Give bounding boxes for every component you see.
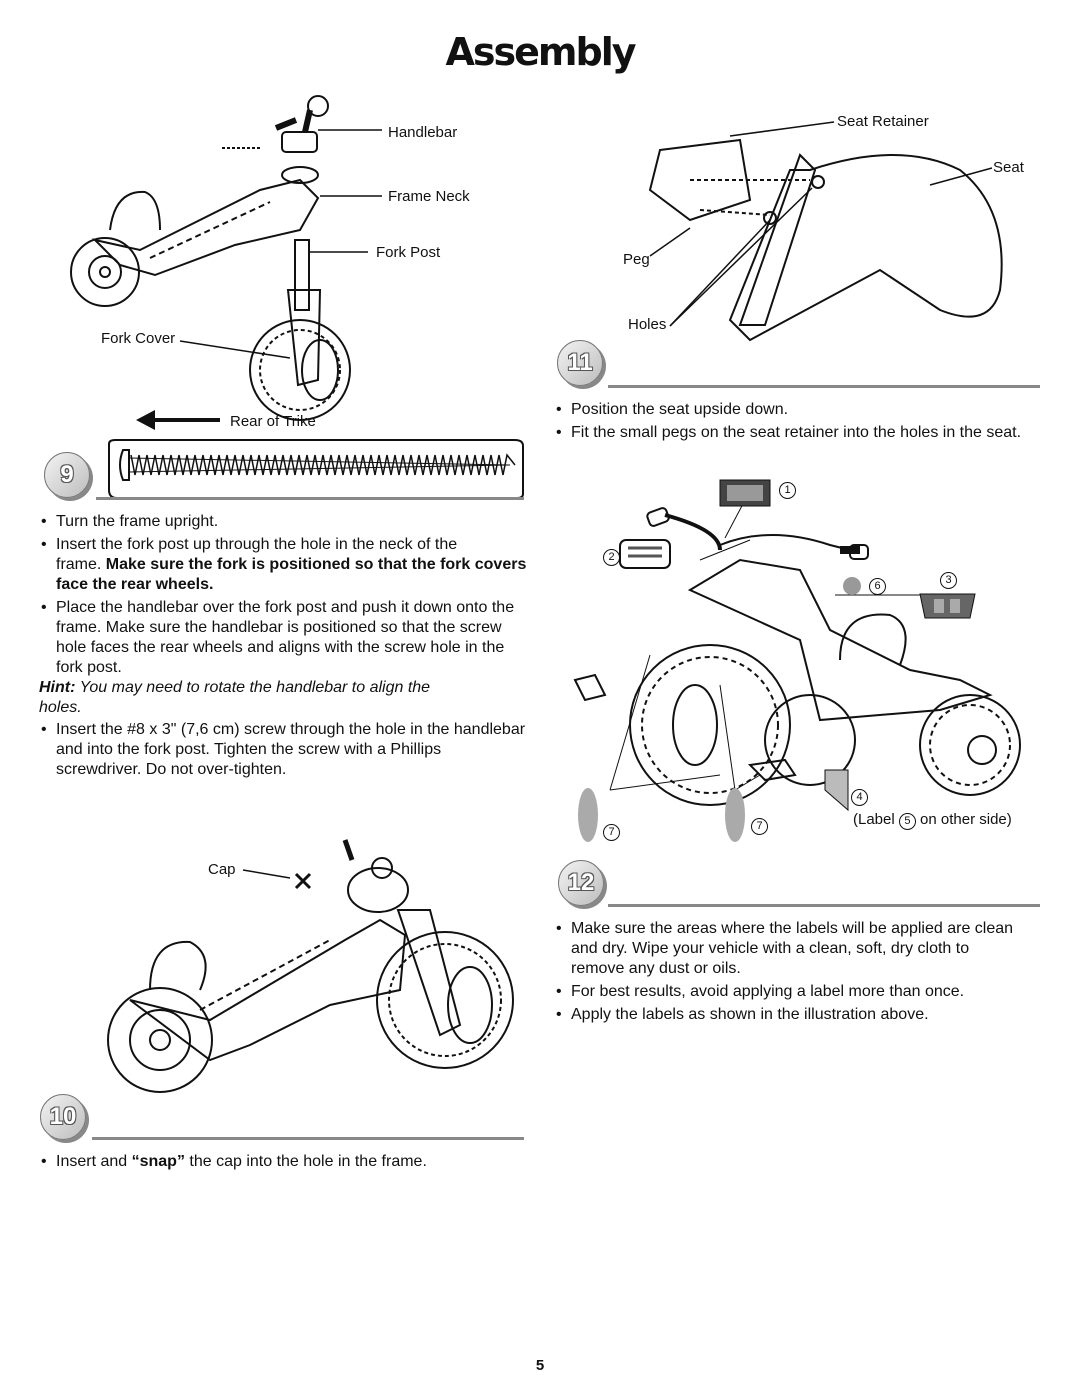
step10-illustration [107,839,514,1093]
label-sticker-4 [824,769,849,812]
step-10-badge: 10 [40,1094,86,1140]
label-5-note: (Label 5 on other side) [853,811,1012,830]
front-wheel [629,644,791,806]
label-sticker-6 [843,577,861,595]
label-sticker-7-left [578,788,598,842]
step9-illustration [70,95,382,430]
callout-7-left: 7 [603,824,620,841]
list-item: Place the handlebar over the fork post a… [39,598,529,678]
frame [129,918,407,1062]
step-10-rule [92,1137,524,1140]
step12-instructions: Make sure the areas where the labels wil… [554,919,1024,1028]
callout-6: 6 [869,578,886,595]
label-seat-retainer: Seat Retainer [837,113,929,130]
frame [91,178,320,277]
step10-instructions: Insert and “snap” the cap into the hole … [39,1152,529,1175]
page-title: Assembly [445,30,636,74]
seat [839,613,907,666]
rear-wheel [919,694,1021,796]
list-item: For best results, avoid applying a label… [554,982,1024,1002]
rear-wheel [107,987,213,1093]
label-seat: Seat [993,159,1024,176]
label-sticker-1 [719,479,771,507]
step-9-rule [96,497,524,500]
list-item: Position the seat upside down. [554,400,1024,420]
callout-1: 1 [779,482,796,499]
page-number: 5 [535,1357,545,1374]
list-item: Insert the fork post up through the hole… [39,535,529,595]
list-item: Turn the frame upright. [39,512,529,532]
label-rear-of-trike: Rear of Trike [230,413,316,430]
front-wheel [249,319,351,421]
step-11-badge: 11 [557,340,603,386]
step9-instructions-2: Insert the #8 x 3" (7,6 cm) screw throug… [39,720,529,783]
callout-2: 2 [603,549,620,566]
screw-diagram [108,439,524,499]
step-9-badge: 9 [44,452,90,498]
seat [149,940,207,991]
seat-shape [728,154,1003,342]
label-handlebar: Handlebar [388,124,458,141]
handlebar-part [281,131,318,153]
label-sticker-3 [919,593,976,619]
frame [687,558,993,722]
seat-retainer-shape [648,138,752,222]
callout-7-right: 7 [751,818,768,835]
list-item: Insert the #8 x 3" (7,6 cm) screw throug… [39,720,529,780]
label-cap: Cap [208,861,236,878]
list-item: Insert and “snap” the cap into the hole … [39,1152,529,1172]
label-peg: Peg [623,251,650,268]
rear-arrow [136,410,220,430]
step11-illustration [648,121,1003,342]
rear-wheel [70,237,140,307]
label-holes: Holes [628,316,667,333]
step9-instructions: Turn the frame upright. Insert the fork … [39,512,529,681]
label-frame-neck: Frame Neck [388,188,470,205]
step9-hint: Hint: You may need to rotate the handleb… [39,679,431,716]
callout-4: 4 [851,789,868,806]
label-fork-cover: Fork Cover [101,330,176,347]
step-12-rule [608,904,1040,907]
list-item: Fit the small pegs on the seat retainer … [554,423,1024,443]
label-fork-post: Fork Post [376,244,441,261]
step-12-badge: 12 [558,860,604,906]
list-item: Make sure the areas where the labels wil… [554,919,1024,979]
step-11-rule [608,385,1040,388]
callout-3: 3 [940,572,957,589]
step11-instructions: Position the seat upside down. Fit the s… [554,400,1024,446]
label-sticker-2 [619,539,671,569]
label-sticker-7-right [725,788,745,842]
seat [109,190,161,231]
list-item: Apply the labels as shown in the illustr… [554,1005,1024,1025]
step12-illustration [573,479,1021,842]
front-wheel [376,931,514,1069]
